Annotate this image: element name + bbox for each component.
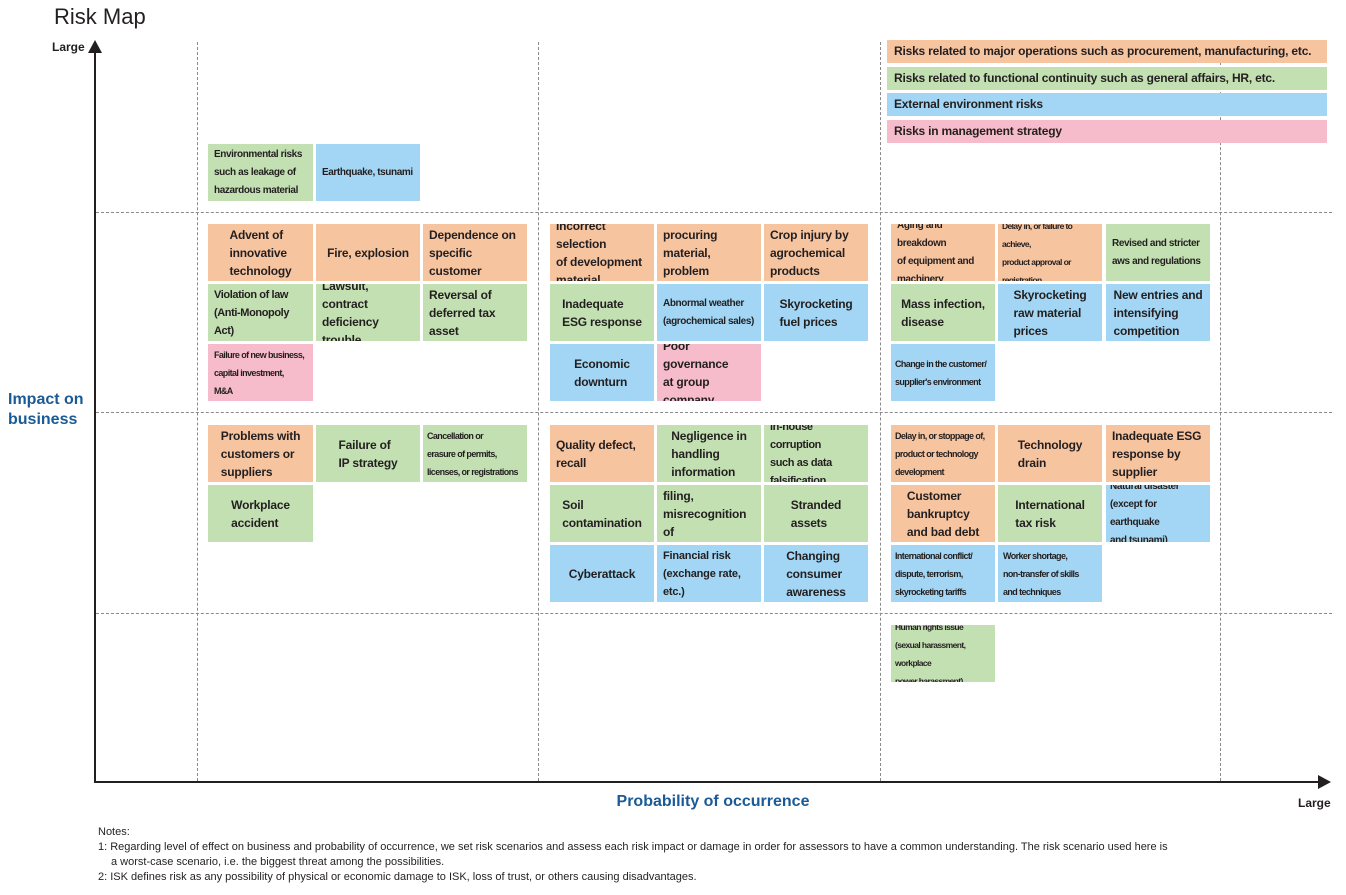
risk-cell: Workplace accident: [208, 485, 313, 542]
grid-divider-horizontal: [96, 412, 1332, 413]
risk-cell: Inadequate ESG response by supplier: [1106, 425, 1210, 482]
x-axis-arrow-icon: [1318, 775, 1331, 789]
risk-cell: Worker shortage, non-transfer of skills …: [998, 545, 1102, 602]
grid-divider-vertical: [538, 42, 539, 781]
grid-divider-vertical: [880, 42, 881, 781]
risk-cell: Stranded assets: [764, 485, 868, 542]
x-axis-large-label: Large: [1298, 796, 1331, 810]
risk-cell: Soil contamination: [550, 485, 654, 542]
page-title: Risk Map: [54, 4, 146, 29]
risk-cell: In-house corruption such as data falsifi…: [764, 425, 868, 482]
legend-item-strategy: Risks in management strategy: [887, 120, 1327, 143]
x-axis-title: Probability of occurrence: [616, 793, 810, 810]
risk-cell: Incorrect selection of development mater…: [550, 224, 654, 281]
risk-cell: Violation of law (Anti-Monopoly Act): [208, 284, 313, 341]
risk-cell: Skyrocketing fuel prices: [764, 284, 868, 341]
risk-cell: Failure of IP strategy: [316, 425, 420, 482]
risk-cell: Mass infection, disease: [891, 284, 995, 341]
legend-item-functional: Risks related to functional continuity s…: [887, 67, 1327, 90]
risk-cell: International tax risk: [998, 485, 1102, 542]
risk-cell: Skyrocketing raw material prices: [998, 284, 1102, 341]
risk-cell: Changing consumer awareness: [764, 545, 868, 602]
risk-cell: Negligence in handling information: [657, 425, 761, 482]
risk-cell: Cyberattack: [550, 545, 654, 602]
note-2: 2: ISK defines risk as any possibility o…: [98, 871, 697, 883]
risk-cell: Earthquake, tsunami: [316, 144, 420, 201]
risk-cell: International conflict/ dispute, terrori…: [891, 545, 995, 602]
risk-cell: Financial risk (exchange rate, etc.): [657, 545, 761, 602]
x-axis: [94, 781, 1320, 783]
note-1-continued: a worst-case scenario, i.e. the biggest …: [111, 856, 445, 868]
risk-cell: Technology drain: [998, 425, 1102, 482]
y-axis: [94, 52, 96, 783]
risk-cell: Failure of new business, capital investm…: [208, 344, 313, 401]
y-axis-arrow-icon: [88, 40, 102, 53]
risk-cell: Cancellation or erasure of permits, lice…: [423, 425, 527, 482]
risk-cell: Dependence on specific customer: [423, 224, 527, 281]
risk-cell: Delay in, or stoppage of, product or tec…: [891, 425, 995, 482]
grid-divider-vertical: [1220, 42, 1221, 781]
y-axis-title: Impact on business: [8, 391, 84, 428]
risk-cell: Environmental risks such as leakage of h…: [208, 144, 313, 201]
risk-cell: Customer bankruptcy and bad debt: [891, 485, 995, 542]
legend-item-operations: Risks related to major operations such a…: [887, 40, 1327, 63]
risk-cell: Delay in, or failure to achieve, product…: [998, 224, 1102, 281]
grid-divider-horizontal: [96, 613, 1332, 614]
risk-cell: Difficulty procuring material, problem a…: [657, 224, 761, 281]
risk-cell: Inadequate ESG response: [550, 284, 654, 341]
risk-cell: Missing tax filing, misrecognition of ta…: [657, 485, 761, 542]
note-1: 1: Regarding level of effect on business…: [98, 841, 1168, 853]
risk-cell: Revised and stricter aws and regulations: [1106, 224, 1210, 281]
notes: Notes: 1: Regarding level of effect on b…: [98, 825, 1298, 885]
risk-cell: Advent of innovative technology: [208, 224, 313, 281]
grid-divider-vertical: [197, 42, 198, 781]
risk-cell: Change in the customer/ supplier's envir…: [891, 344, 995, 401]
legend-item-external: External environment risks: [887, 93, 1327, 116]
grid-divider-horizontal: [96, 212, 1332, 213]
risk-cell: Poor governance at group company: [657, 344, 761, 401]
risk-cell: Aging and breakdown of equipment and mac…: [891, 224, 995, 281]
risk-cell: Problems with customers or suppliers: [208, 425, 313, 482]
risk-cell: Crop injury by agrochemical products: [764, 224, 868, 281]
risk-cell: New entries and intensifying competition: [1106, 284, 1210, 341]
risk-cell: Fire, explosion: [316, 224, 420, 281]
risk-cell: Human rights issue (sexual harassment, w…: [891, 625, 995, 682]
risk-cell: Lawsuit, contract deficiency trouble: [316, 284, 420, 341]
notes-heading: Notes:: [98, 826, 130, 838]
risk-cell: Reversal of deferred tax asset: [423, 284, 527, 341]
risk-cell: Economic downturn: [550, 344, 654, 401]
y-axis-large-label: Large: [52, 40, 85, 54]
risk-cell: Abnormal weather (agrochemical sales): [657, 284, 761, 341]
risk-cell: Natural disaster (except for earthquake …: [1106, 485, 1210, 542]
risk-cell: Quality defect, recall: [550, 425, 654, 482]
